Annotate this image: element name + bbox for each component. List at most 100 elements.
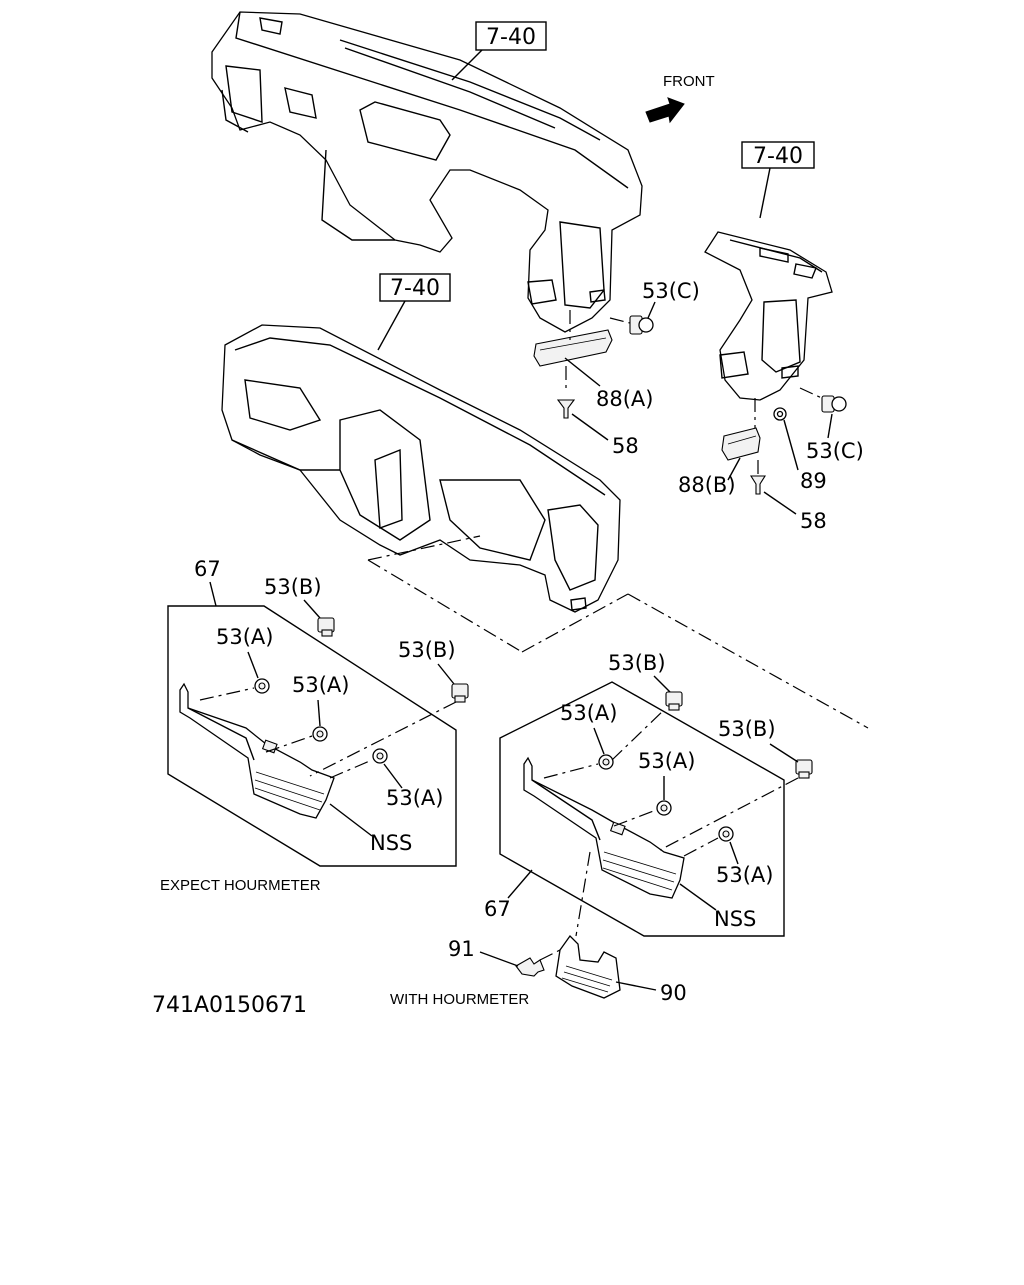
leader-line bbox=[507, 869, 533, 899]
leader-line bbox=[679, 883, 717, 911]
clip-53a-right-2 bbox=[656, 800, 672, 816]
assembly-line bbox=[329, 759, 373, 779]
clip-53a-right-1 bbox=[598, 754, 614, 770]
label-67-left: 67 bbox=[194, 557, 221, 581]
lower-cover-left bbox=[179, 682, 335, 819]
leader-line bbox=[653, 675, 671, 693]
leader-line bbox=[451, 49, 483, 81]
label-53b-left-top: 53(B) bbox=[264, 575, 322, 599]
bracket-90 bbox=[555, 934, 621, 999]
ref-box-side bbox=[741, 141, 815, 169]
ref-label-frame: 7-40 bbox=[390, 276, 440, 301]
leader-line bbox=[593, 727, 605, 755]
leader-line bbox=[377, 300, 406, 351]
cover-88a bbox=[533, 329, 613, 367]
label-58-left: 58 bbox=[612, 434, 639, 458]
ref-box-frame bbox=[379, 273, 451, 302]
screw-58-left bbox=[556, 399, 576, 419]
leader-line bbox=[827, 413, 833, 439]
label-89: 89 bbox=[800, 469, 827, 493]
label-53c-left: 53(C) bbox=[642, 279, 700, 303]
assembly-line bbox=[265, 735, 313, 753]
leader-line bbox=[564, 357, 601, 387]
leader-line bbox=[783, 419, 799, 471]
leader-line bbox=[729, 841, 739, 865]
assembly-line bbox=[521, 593, 629, 653]
assembly-line bbox=[683, 837, 719, 857]
leader-line bbox=[759, 167, 771, 219]
clip-53b-left-top bbox=[317, 617, 335, 637]
leader-line bbox=[479, 951, 519, 967]
leader-line bbox=[329, 803, 373, 837]
label-53b-right-side: 53(B) bbox=[718, 717, 776, 741]
clip-53a-left-3 bbox=[372, 748, 388, 764]
label-53b-right-top: 53(B) bbox=[608, 651, 666, 675]
label-91: 91 bbox=[448, 937, 475, 961]
label-53a-right-1: 53(A) bbox=[560, 701, 617, 725]
assembly-line bbox=[543, 763, 599, 779]
assembly-line bbox=[659, 777, 799, 851]
clip-53b-left-mid bbox=[451, 683, 469, 703]
drawing-code: 741A0150671 bbox=[152, 993, 307, 1018]
label-53a-left-2: 53(A) bbox=[292, 673, 349, 697]
ref-label-side: 7-40 bbox=[753, 144, 803, 169]
dashboard-side-detail bbox=[704, 231, 833, 401]
lower-cover-right bbox=[523, 756, 685, 899]
dashboard-upper-panel bbox=[211, 11, 643, 333]
clip-53b-right-side bbox=[795, 759, 813, 779]
leader-line bbox=[437, 663, 455, 685]
cover-88b bbox=[721, 427, 761, 461]
screw-58-right bbox=[750, 475, 766, 495]
caption-with-hourmeter: WITH HOURMETER bbox=[390, 991, 529, 1008]
caption-expect-hourmeter: EXPECT HOURMETER bbox=[160, 877, 321, 894]
clip-53a-left-1 bbox=[254, 678, 270, 694]
label-88b: 88(B) bbox=[678, 473, 736, 497]
clip-53c-right bbox=[821, 395, 847, 413]
label-53c-right: 53(C) bbox=[806, 439, 864, 463]
assembly-line bbox=[539, 947, 565, 961]
assembly-line bbox=[199, 687, 255, 701]
label-nss-left: NSS bbox=[370, 831, 412, 855]
leader-line bbox=[727, 457, 741, 481]
front-arrow-icon bbox=[645, 97, 685, 124]
label-88a: 88(A) bbox=[596, 387, 653, 411]
leader-line bbox=[647, 301, 656, 319]
leader-line bbox=[763, 491, 797, 515]
leader-line bbox=[383, 763, 403, 789]
grommet-89 bbox=[773, 407, 787, 421]
assembly-line bbox=[627, 593, 869, 729]
front-label: FRONT bbox=[663, 73, 715, 90]
leader-line bbox=[317, 699, 321, 727]
assembly-line bbox=[575, 851, 591, 937]
assembly-line bbox=[613, 809, 657, 827]
label-53a-left-3: 53(A) bbox=[386, 786, 443, 810]
label-53a-left-1: 53(A) bbox=[216, 625, 273, 649]
leader-line bbox=[209, 581, 217, 607]
assembly-line bbox=[309, 701, 457, 777]
ref-box-top bbox=[475, 21, 547, 51]
leader-line bbox=[769, 743, 799, 763]
screw-91 bbox=[515, 957, 545, 977]
inset-frame-right bbox=[499, 681, 785, 937]
leader-line bbox=[571, 413, 609, 441]
assembly-line bbox=[611, 709, 665, 761]
clip-53a-right-3 bbox=[718, 826, 734, 842]
assembly-line bbox=[367, 559, 523, 653]
label-53a-right-2: 53(A) bbox=[638, 749, 695, 773]
clip-53b-right-top bbox=[665, 691, 683, 711]
inset-frame-left bbox=[167, 605, 457, 867]
label-53a-right-3: 53(A) bbox=[716, 863, 773, 887]
label-67-right: 67 bbox=[484, 897, 511, 921]
clip-53c-left bbox=[629, 315, 654, 335]
ref-label-top: 7-40 bbox=[486, 25, 536, 50]
clip-53a-left-2 bbox=[312, 726, 328, 742]
assembly-line bbox=[367, 535, 481, 561]
leader-line bbox=[247, 651, 259, 679]
label-nss-right: NSS bbox=[714, 907, 756, 931]
leader-line bbox=[615, 981, 657, 991]
leader-line bbox=[303, 599, 321, 619]
label-58-right: 58 bbox=[800, 509, 827, 533]
assembly-line bbox=[799, 387, 827, 401]
